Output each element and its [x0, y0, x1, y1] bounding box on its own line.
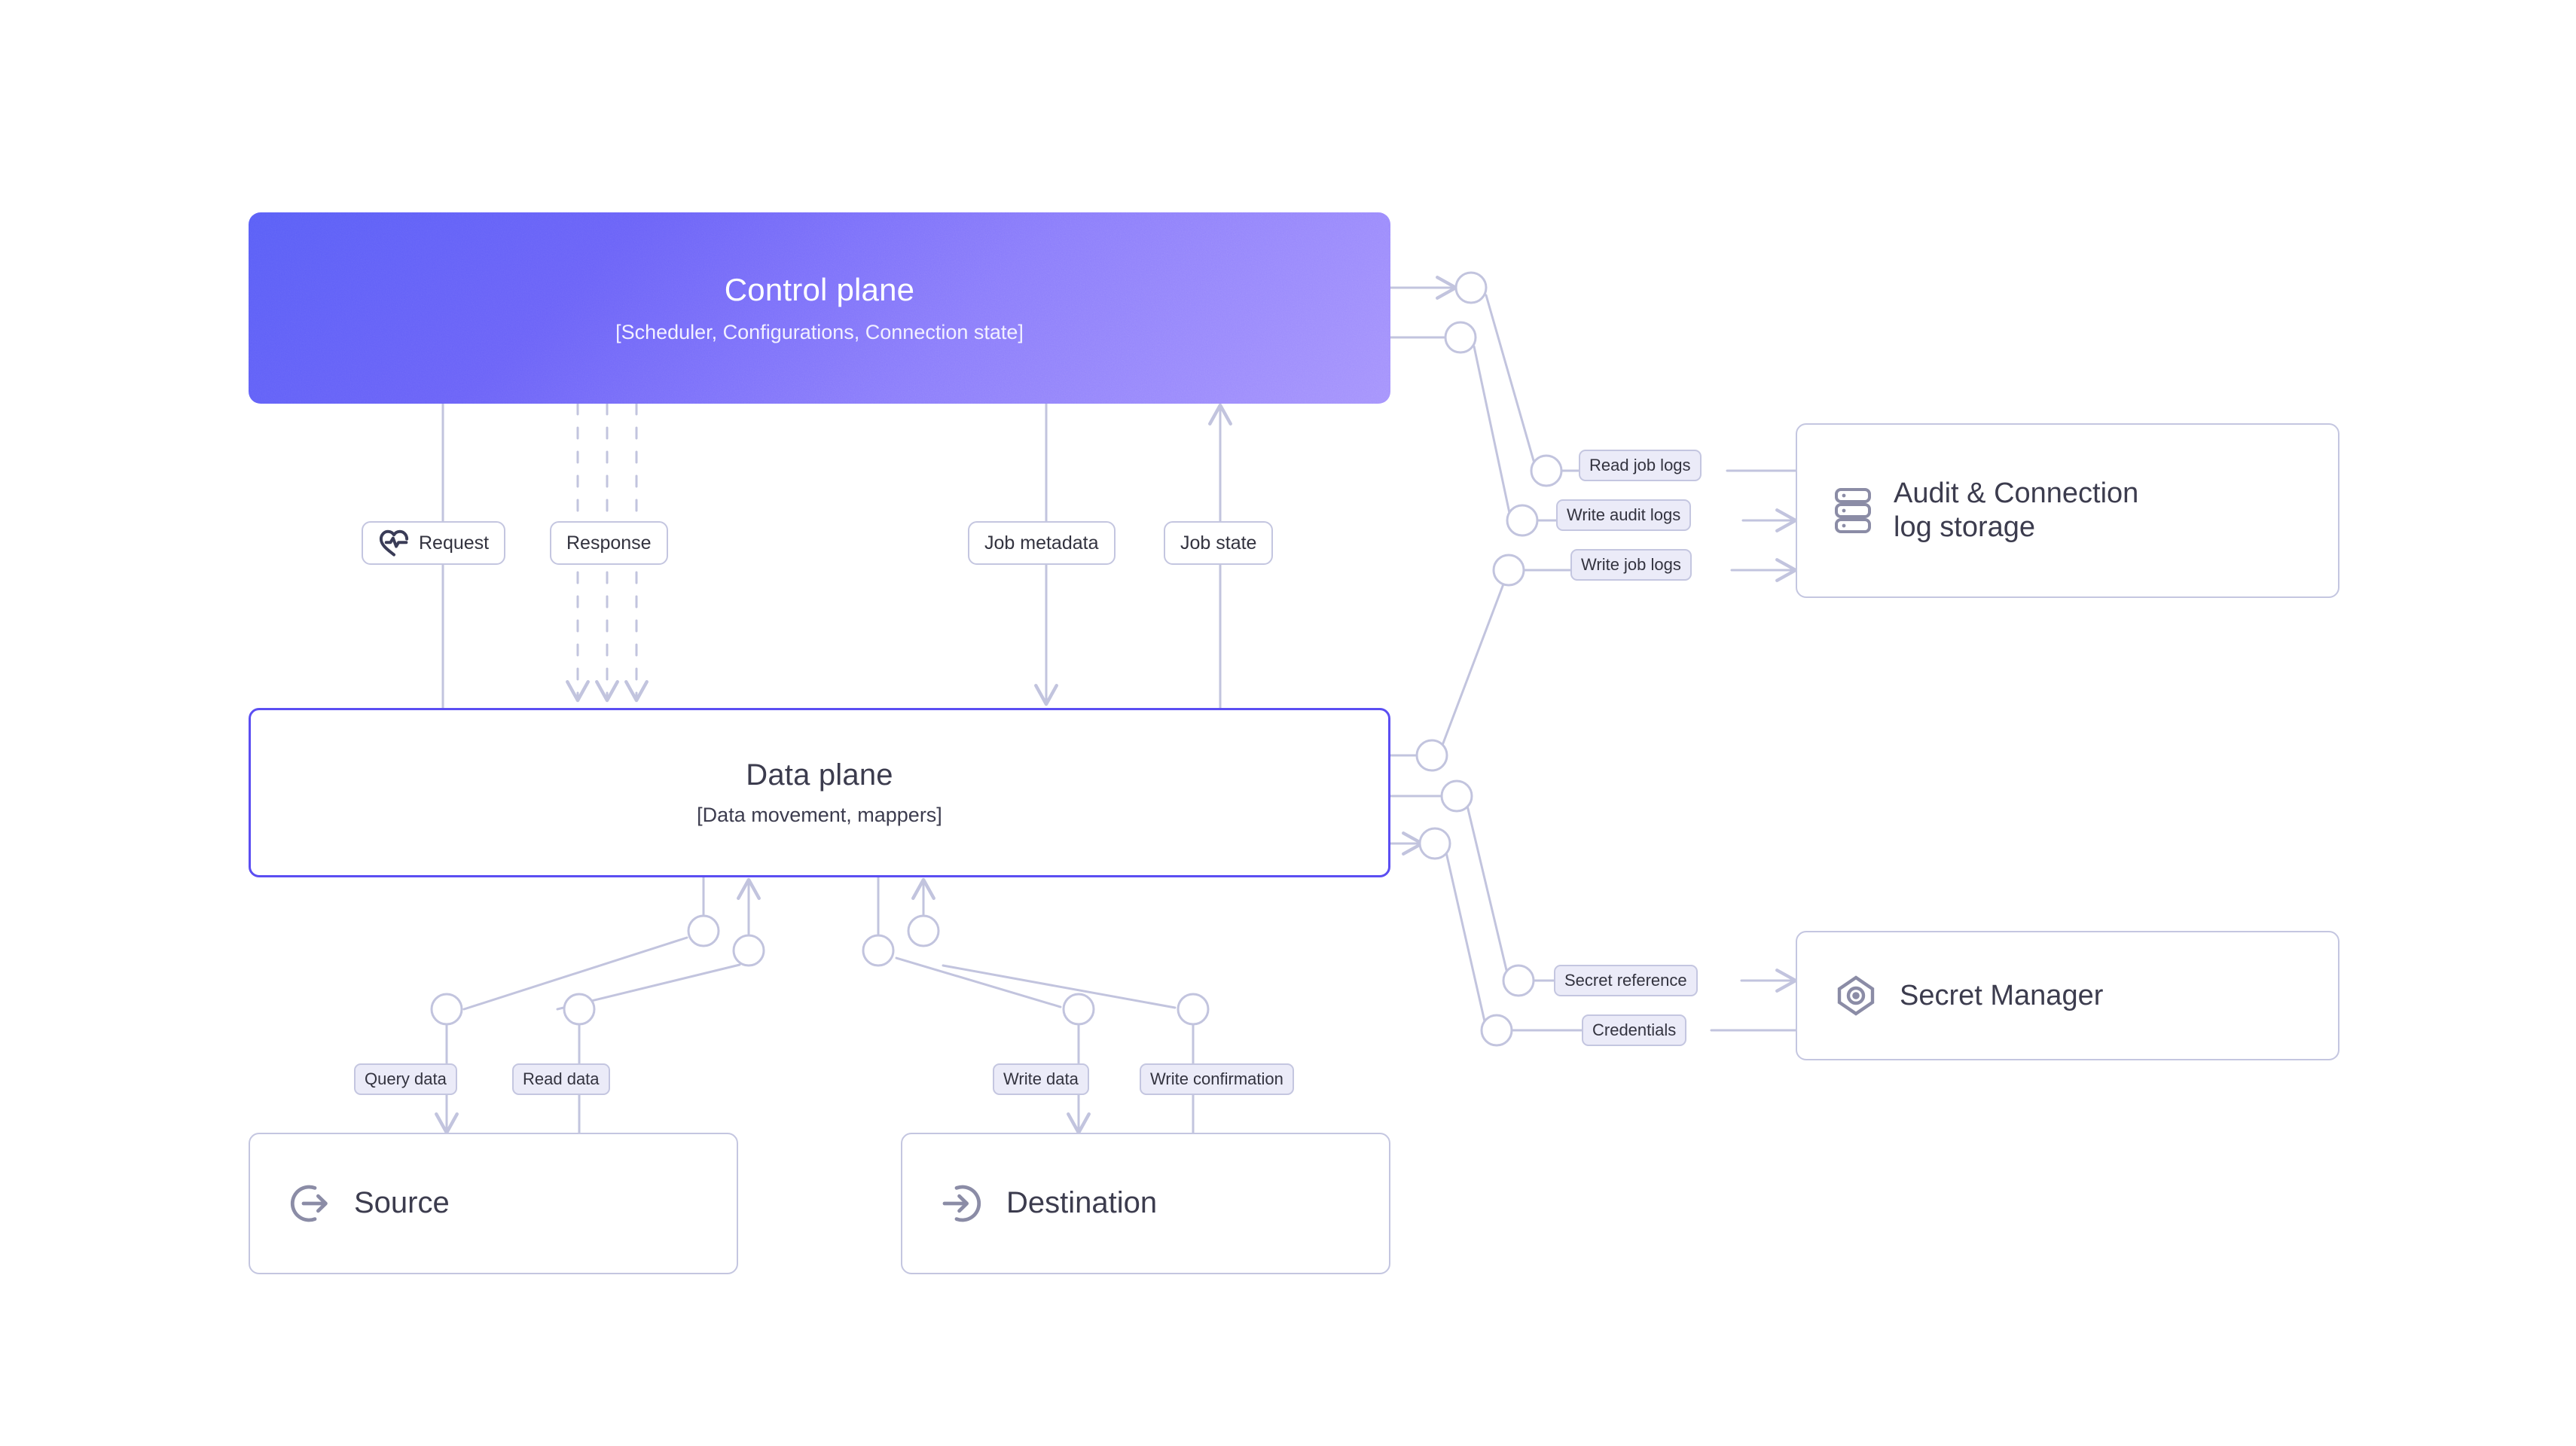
wire-read-job-logs-diag	[1485, 294, 1536, 465]
junction-write-job-logs-b	[1492, 554, 1525, 587]
control-plane-subtitle: [Scheduler, Configurations, Connection s…	[615, 320, 1024, 343]
junction-write-audit-a	[1444, 321, 1477, 354]
junction-credentials-a	[1418, 827, 1451, 860]
edge-label-job-state-text: Job state	[1180, 532, 1257, 554]
edge-label-read-data[interactable]: Read data	[512, 1063, 610, 1095]
junction-write-audit-b	[1506, 504, 1539, 537]
eye-target-icon	[1837, 975, 1875, 1016]
wire-query-data-diag	[462, 936, 688, 1011]
edge-label-write-job-logs[interactable]: Write job logs	[1570, 549, 1692, 581]
edge-label-write-audit-logs-text: Write audit logs	[1567, 505, 1681, 524]
edge-label-write-confirmation-text: Write confirmation	[1150, 1069, 1283, 1088]
junction-secret-ref-b	[1502, 964, 1535, 997]
edge-label-write-confirmation[interactable]: Write confirmation	[1140, 1063, 1294, 1095]
edge-label-job-metadata[interactable]: Job metadata	[968, 521, 1116, 565]
edge-label-request-text: Request	[419, 532, 490, 554]
data-plane-title: Data plane	[746, 758, 893, 792]
wire-credentials-diag	[1445, 851, 1486, 1023]
junction-write-data-b	[1062, 993, 1095, 1026]
source-card-label: Source	[354, 1186, 450, 1220]
wire-write-audit-diag	[1473, 345, 1511, 514]
pulse-heart-icon	[379, 529, 409, 557]
edge-label-credentials-text: Credentials	[1592, 1020, 1677, 1039]
wire-write-data-diag	[895, 956, 1062, 1008]
edge-label-response[interactable]: Response	[550, 521, 668, 565]
wire-read-data-diag	[556, 963, 741, 1011]
edge-label-read-job-logs[interactable]: Read job logs	[1579, 450, 1702, 481]
control-plane-title: Control plane	[724, 271, 915, 307]
edge-label-write-data[interactable]: Write data	[993, 1063, 1089, 1095]
secret-manager-card[interactable]: Secret Manager	[1796, 931, 2339, 1060]
edge-label-job-metadata-text: Job metadata	[984, 532, 1099, 554]
data-plane-box[interactable]: Data plane [Data movement, mappers]	[249, 708, 1390, 877]
audit-card-label: Audit & Connection log storage	[1894, 477, 2138, 545]
server-stack-icon	[1835, 488, 1871, 533]
wire-secret-ref-diag	[1466, 804, 1508, 972]
junction-write-conf-b	[1177, 993, 1210, 1026]
junction-query-data-b	[430, 993, 463, 1026]
junction-read-job-logs-a	[1454, 271, 1488, 304]
edge-label-response-text: Response	[566, 532, 652, 554]
edge-label-job-state[interactable]: Job state	[1164, 521, 1274, 565]
audit-card-label-line1: Audit & Connection	[1894, 477, 2139, 510]
edge-label-write-audit-logs[interactable]: Write audit logs	[1556, 499, 1692, 531]
edge-label-query-data[interactable]: Query data	[354, 1063, 457, 1095]
junction-write-data-a	[862, 934, 895, 967]
secret-manager-label: Secret Manager	[1900, 979, 2104, 1011]
control-plane-box[interactable]: Control plane [Scheduler, Configurations…	[249, 212, 1390, 404]
edge-label-query-data-text: Query data	[365, 1069, 447, 1088]
edge-label-write-job-logs-text: Write job logs	[1581, 555, 1681, 574]
junction-read-data-a	[732, 934, 765, 967]
arrow-circle-out-icon	[290, 1185, 328, 1222]
junction-query-data-a	[687, 914, 720, 947]
junction-write-conf-a	[907, 914, 940, 947]
data-plane-subtitle: [Data movement, mappers]	[697, 804, 942, 826]
edge-label-credentials[interactable]: Credentials	[1582, 1014, 1687, 1046]
wire-write-job-logs-diag	[1440, 575, 1508, 749]
junction-write-job-logs-a	[1415, 739, 1448, 772]
edge-label-write-data-text: Write data	[1003, 1069, 1079, 1088]
source-card[interactable]: Source	[249, 1133, 738, 1274]
audit-log-storage-card[interactable]: Audit & Connection log storage	[1796, 423, 2339, 598]
edge-label-request[interactable]: Request	[362, 521, 506, 565]
edge-label-secret-reference[interactable]: Secret reference	[1554, 965, 1698, 996]
junction-read-data-b	[563, 993, 596, 1026]
audit-card-label-line2: log storage	[1894, 511, 2036, 543]
edge-label-read-job-logs-text: Read job logs	[1589, 456, 1691, 474]
junction-credentials-b	[1480, 1014, 1513, 1047]
arrow-circle-in-icon	[942, 1185, 981, 1222]
wire-write-conf-diag	[942, 964, 1177, 1009]
grain-texture	[249, 212, 1390, 404]
edge-label-secret-reference-text: Secret reference	[1564, 971, 1687, 990]
edge-label-read-data-text: Read data	[523, 1069, 600, 1088]
junction-read-job-logs-b	[1530, 454, 1563, 487]
junction-secret-ref-a	[1440, 779, 1473, 813]
destination-card-label: Destination	[1006, 1186, 1158, 1220]
destination-card[interactable]: Destination	[901, 1133, 1390, 1274]
